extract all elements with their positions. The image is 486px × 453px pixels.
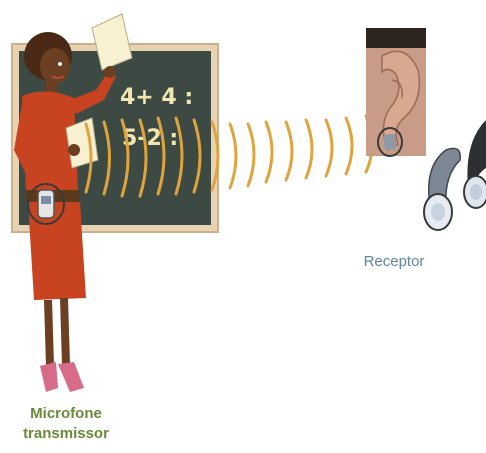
board-equation-1: 4+ 4 : [120, 85, 193, 110]
sound-wave [230, 124, 236, 188]
transmitter-label-line1: Microfone [10, 404, 122, 424]
transmitter-label: Microfone transmissor [10, 404, 122, 444]
receiver-label: Receptor [356, 252, 432, 272]
board-equation-2: 5-2 : [122, 126, 178, 151]
sound-wave [306, 120, 312, 178]
sound-wave [266, 122, 272, 182]
hearing-aid-icon [424, 148, 460, 230]
sound-wave [248, 124, 254, 186]
sound-wave [326, 120, 332, 176]
transmitter-label-line2: transmissor [10, 424, 122, 444]
ear-photo [366, 28, 426, 156]
sound-wave [286, 122, 292, 180]
sound-wave [346, 118, 352, 174]
hearing-aid-icon [464, 120, 486, 208]
